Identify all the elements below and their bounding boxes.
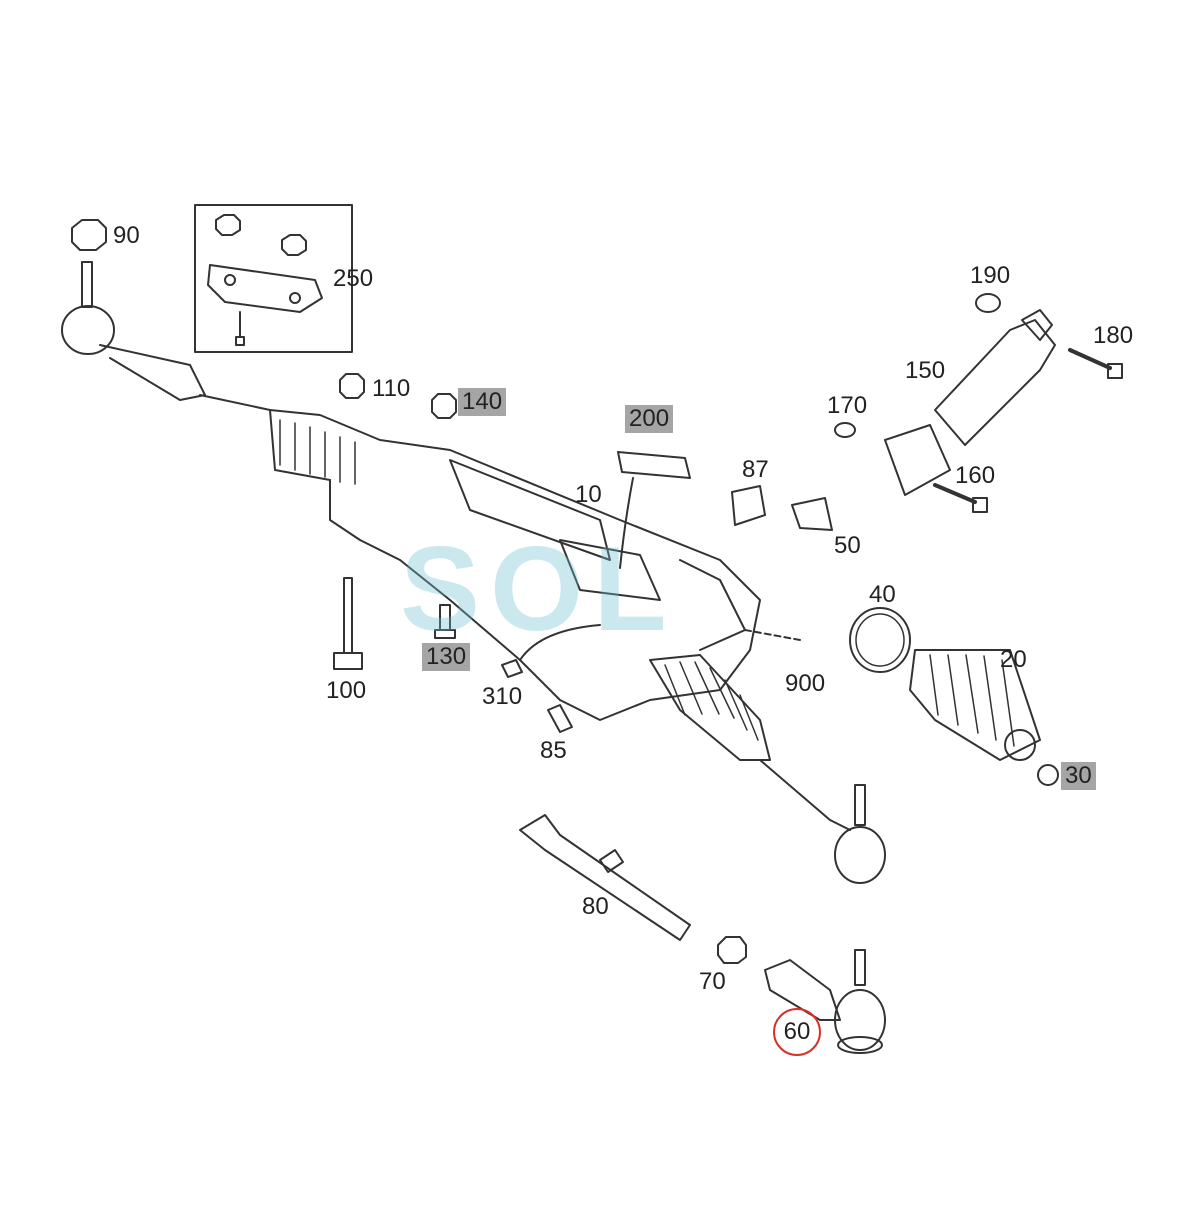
callout-180: 180 <box>1093 322 1134 349</box>
bracket-plate <box>208 265 322 312</box>
clamp-ring-40 <box>850 608 910 672</box>
callout-87: 87 <box>742 456 769 483</box>
right-boot <box>650 655 770 760</box>
outer-tie-rod-end <box>765 960 840 1020</box>
clamp-30 <box>1038 765 1058 785</box>
callout-85: 85 <box>540 737 567 764</box>
washer-170 <box>835 423 855 437</box>
bolt-160 <box>935 485 975 502</box>
callout-170: 170 <box>827 392 868 419</box>
watermark: SOL <box>400 522 677 656</box>
callout-150: 150 <box>905 357 946 384</box>
universal-joint <box>885 425 950 495</box>
left-ball-joint <box>62 306 114 354</box>
callout-10: 10 <box>575 481 602 508</box>
callout-130: 130 <box>422 643 471 671</box>
callout-80: 80 <box>582 893 609 920</box>
callout-90: 90 <box>113 222 140 249</box>
left-boot-outline <box>270 410 330 480</box>
nut-250-a <box>216 215 240 235</box>
label-plate-200 <box>618 452 690 478</box>
part-85 <box>548 705 572 732</box>
callout-310: 310 <box>482 683 523 710</box>
callout-200: 200 <box>625 405 674 433</box>
callout-50: 50 <box>834 532 861 559</box>
callout-20: 20 <box>1000 646 1027 673</box>
callout-110: 110 <box>372 375 411 402</box>
right-tie-rod-shaft <box>760 760 850 830</box>
washer-190 <box>976 294 1000 312</box>
callout-30: 30 <box>1061 762 1096 790</box>
callout-140: 140 <box>458 388 507 416</box>
part-310 <box>502 660 522 677</box>
sensor-900 <box>680 560 745 650</box>
nut-140 <box>432 394 456 418</box>
bolt-100 <box>344 578 352 653</box>
motor-housing <box>450 460 610 560</box>
callout-70: 70 <box>699 968 726 995</box>
bracket-kit-box <box>195 205 352 352</box>
callout-40: 40 <box>869 581 896 608</box>
shaft-150 <box>935 320 1055 445</box>
left-tie-rod-arm <box>100 345 205 400</box>
nut-90 <box>72 220 106 250</box>
right-ball-joint <box>835 827 885 883</box>
leader-310 <box>520 625 600 660</box>
leader-200 <box>620 478 633 568</box>
callout-900: 900 <box>785 670 826 697</box>
part-50 <box>792 498 832 530</box>
bolt-250 <box>236 312 244 345</box>
callout-100: 100 <box>326 677 367 704</box>
callout-190: 190 <box>970 262 1011 289</box>
inner-tie-rod <box>520 815 690 940</box>
part-87 <box>732 486 765 525</box>
bolt-180 <box>1070 350 1110 368</box>
nut-110 <box>340 374 364 398</box>
left-stud <box>82 262 92 307</box>
callout-60: 60 <box>773 1008 821 1056</box>
callout-160: 160 <box>955 462 996 489</box>
outer-ball-joint <box>835 990 885 1050</box>
nut-70 <box>718 937 746 963</box>
nut-250-b <box>282 235 306 255</box>
boot-20 <box>910 650 1040 760</box>
callout-250: 250 <box>333 265 374 292</box>
